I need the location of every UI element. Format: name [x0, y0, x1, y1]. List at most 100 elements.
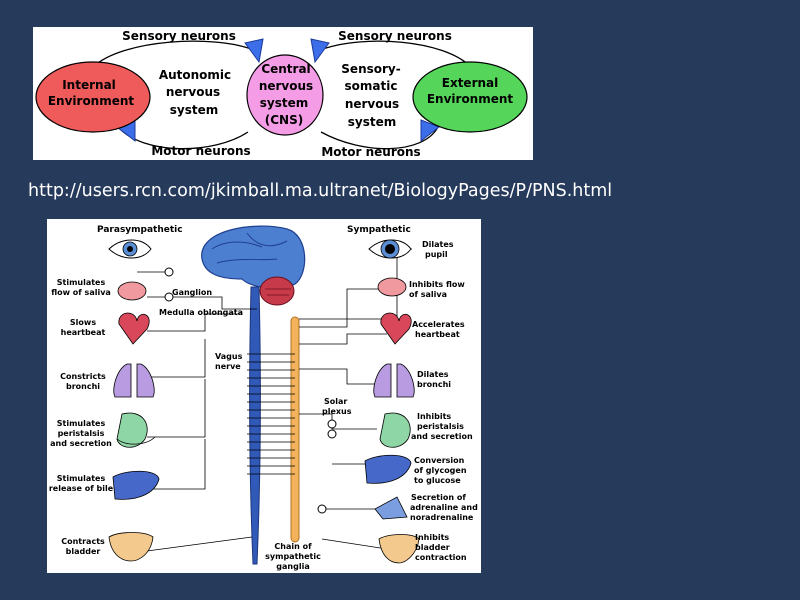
svg-text:adrenaline and: adrenaline and — [410, 503, 478, 512]
svg-text:Conversion: Conversion — [414, 456, 465, 465]
svg-text:heartbeat: heartbeat — [61, 328, 106, 337]
chain-label: Chain of — [274, 542, 312, 551]
sensory-neurons-left-label: Sensory neurons — [122, 29, 236, 43]
svg-text:peristalsis: peristalsis — [417, 422, 464, 431]
svg-text:heartbeat: heartbeat — [415, 330, 460, 339]
svg-text:Environment: Environment — [48, 94, 135, 108]
svg-text:Accelerates: Accelerates — [412, 320, 465, 329]
svg-text:Stimulates: Stimulates — [57, 278, 106, 287]
svg-text:and secretion: and secretion — [50, 439, 112, 448]
svg-text:system: system — [348, 115, 397, 129]
bladder-icon — [108, 532, 154, 562]
lungs-icon — [113, 363, 155, 398]
svg-text:plexus: plexus — [322, 407, 352, 416]
source-url[interactable]: http://users.rcn.com/jkimball.ma.ultrane… — [28, 181, 613, 201]
svg-text:Constricts: Constricts — [60, 372, 106, 381]
cns-label: Central — [261, 62, 310, 76]
svg-text:sympathetic: sympathetic — [265, 552, 321, 561]
ganglion-node — [317, 504, 327, 514]
stomach-icon — [116, 412, 156, 448]
svg-text:bronchi: bronchi — [417, 380, 451, 389]
ganglion-node — [164, 292, 174, 302]
svg-text:Contracts: Contracts — [61, 537, 105, 546]
motor-neurons-left-label: Motor neurons — [151, 144, 250, 158]
stomach-icon — [379, 412, 411, 448]
svg-text:of glycogen: of glycogen — [414, 466, 467, 475]
ganglion-node — [164, 267, 174, 277]
ganglion-label: Ganglion — [172, 288, 212, 297]
svg-text:bladder: bladder — [66, 547, 101, 556]
svg-text:Stimulates: Stimulates — [57, 419, 106, 428]
spinal-cord — [249, 286, 261, 565]
parasympathetic-title: Parasympathetic — [97, 225, 183, 235]
liver-icon — [364, 454, 412, 484]
medulla-label: Medulla oblongata — [159, 308, 243, 317]
sympathetic-labels: Dilates pupil Inhibits flow of saliva Ac… — [409, 240, 478, 562]
svg-text:Slows: Slows — [70, 318, 96, 327]
svg-text:Stimulates: Stimulates — [57, 474, 106, 483]
spinal-nerves — [247, 353, 295, 475]
svg-text:somatic: somatic — [345, 79, 398, 93]
adrenal-gland-icon — [374, 496, 408, 520]
parasympathetic-labels: Stimulates flow of saliva Slows heartbea… — [49, 278, 114, 556]
svg-text:contraction: contraction — [415, 553, 467, 562]
sensory-neurons-right-label: Sensory neurons — [338, 29, 452, 43]
arrow-icon — [420, 119, 441, 143]
svg-text:pupil: pupil — [425, 250, 448, 259]
arrow-icon — [244, 38, 264, 64]
sympathetic-title: Sympathetic — [347, 225, 411, 235]
svg-text:to glucose: to glucose — [414, 476, 461, 485]
svg-text:(CNS): (CNS) — [265, 113, 303, 127]
svg-text:Secretion of: Secretion of — [411, 493, 466, 502]
svg-text:system: system — [260, 96, 309, 110]
sympathetic-chain — [290, 316, 300, 543]
internal-environment-ellipse — [35, 61, 151, 133]
svg-text:and secretion: and secretion — [411, 432, 473, 441]
cns-overview-diagram: Sensory neurons Sensory neurons Motor ne… — [33, 27, 533, 160]
svg-text:bladder: bladder — [415, 543, 450, 552]
vagus-label: Vagus — [215, 352, 243, 361]
svg-text:Inhibits: Inhibits — [417, 412, 451, 421]
external-environment-ellipse — [412, 61, 528, 133]
cns-ellipse — [246, 54, 324, 136]
svg-text:Environment: Environment — [427, 92, 514, 106]
sensory-arc-left — [92, 40, 252, 68]
svg-text:of saliva: of saliva — [409, 290, 447, 299]
heart-icon — [118, 312, 150, 345]
bladder-icon — [378, 534, 420, 564]
svg-text:nervous: nervous — [259, 79, 313, 93]
svg-text:Inhibits: Inhibits — [415, 533, 449, 542]
lungs-icon — [373, 363, 415, 398]
svg-text:nervous: nervous — [345, 97, 399, 111]
svg-text:release of bile: release of bile — [49, 484, 114, 493]
motor-neurons-right-label: Motor neurons — [321, 145, 420, 159]
svg-text:Inhibits flow: Inhibits flow — [409, 280, 465, 289]
solar-plexus-label: Solar — [324, 397, 347, 406]
svg-text:Dilates: Dilates — [417, 370, 449, 379]
svg-text:Dilates: Dilates — [422, 240, 454, 249]
internal-environment-label: Internal — [62, 78, 116, 92]
svg-text:peristalsis: peristalsis — [58, 429, 105, 438]
sensory-arc-right — [322, 40, 472, 68]
eye-icon — [108, 239, 152, 259]
external-environment-label: External — [442, 76, 498, 90]
svg-text:bronchi: bronchi — [66, 382, 100, 391]
brain-illustration — [201, 225, 306, 306]
motor-arc-right — [320, 126, 439, 150]
autonomic-nervous-system-diagram: Parasympathetic Sympathetic — [47, 219, 481, 573]
eye-icon — [368, 239, 412, 259]
svg-text:nerve: nerve — [215, 362, 241, 371]
salivary-gland-icon — [117, 281, 147, 301]
autonomic-label: Autonomic — [159, 68, 231, 82]
svg-text:ganglia: ganglia — [276, 562, 309, 571]
svg-text:nervous: nervous — [166, 85, 220, 99]
liver-icon — [112, 470, 160, 500]
svg-text:noradrenaline: noradrenaline — [410, 513, 474, 522]
svg-text:flow of saliva: flow of saliva — [51, 288, 111, 297]
ganglion-node — [327, 429, 337, 439]
somatic-label: Sensory- — [341, 62, 400, 76]
svg-text:system: system — [170, 103, 219, 117]
salivary-gland-icon — [377, 277, 407, 297]
ganglion-node — [327, 419, 337, 429]
arrow-icon — [310, 38, 330, 64]
